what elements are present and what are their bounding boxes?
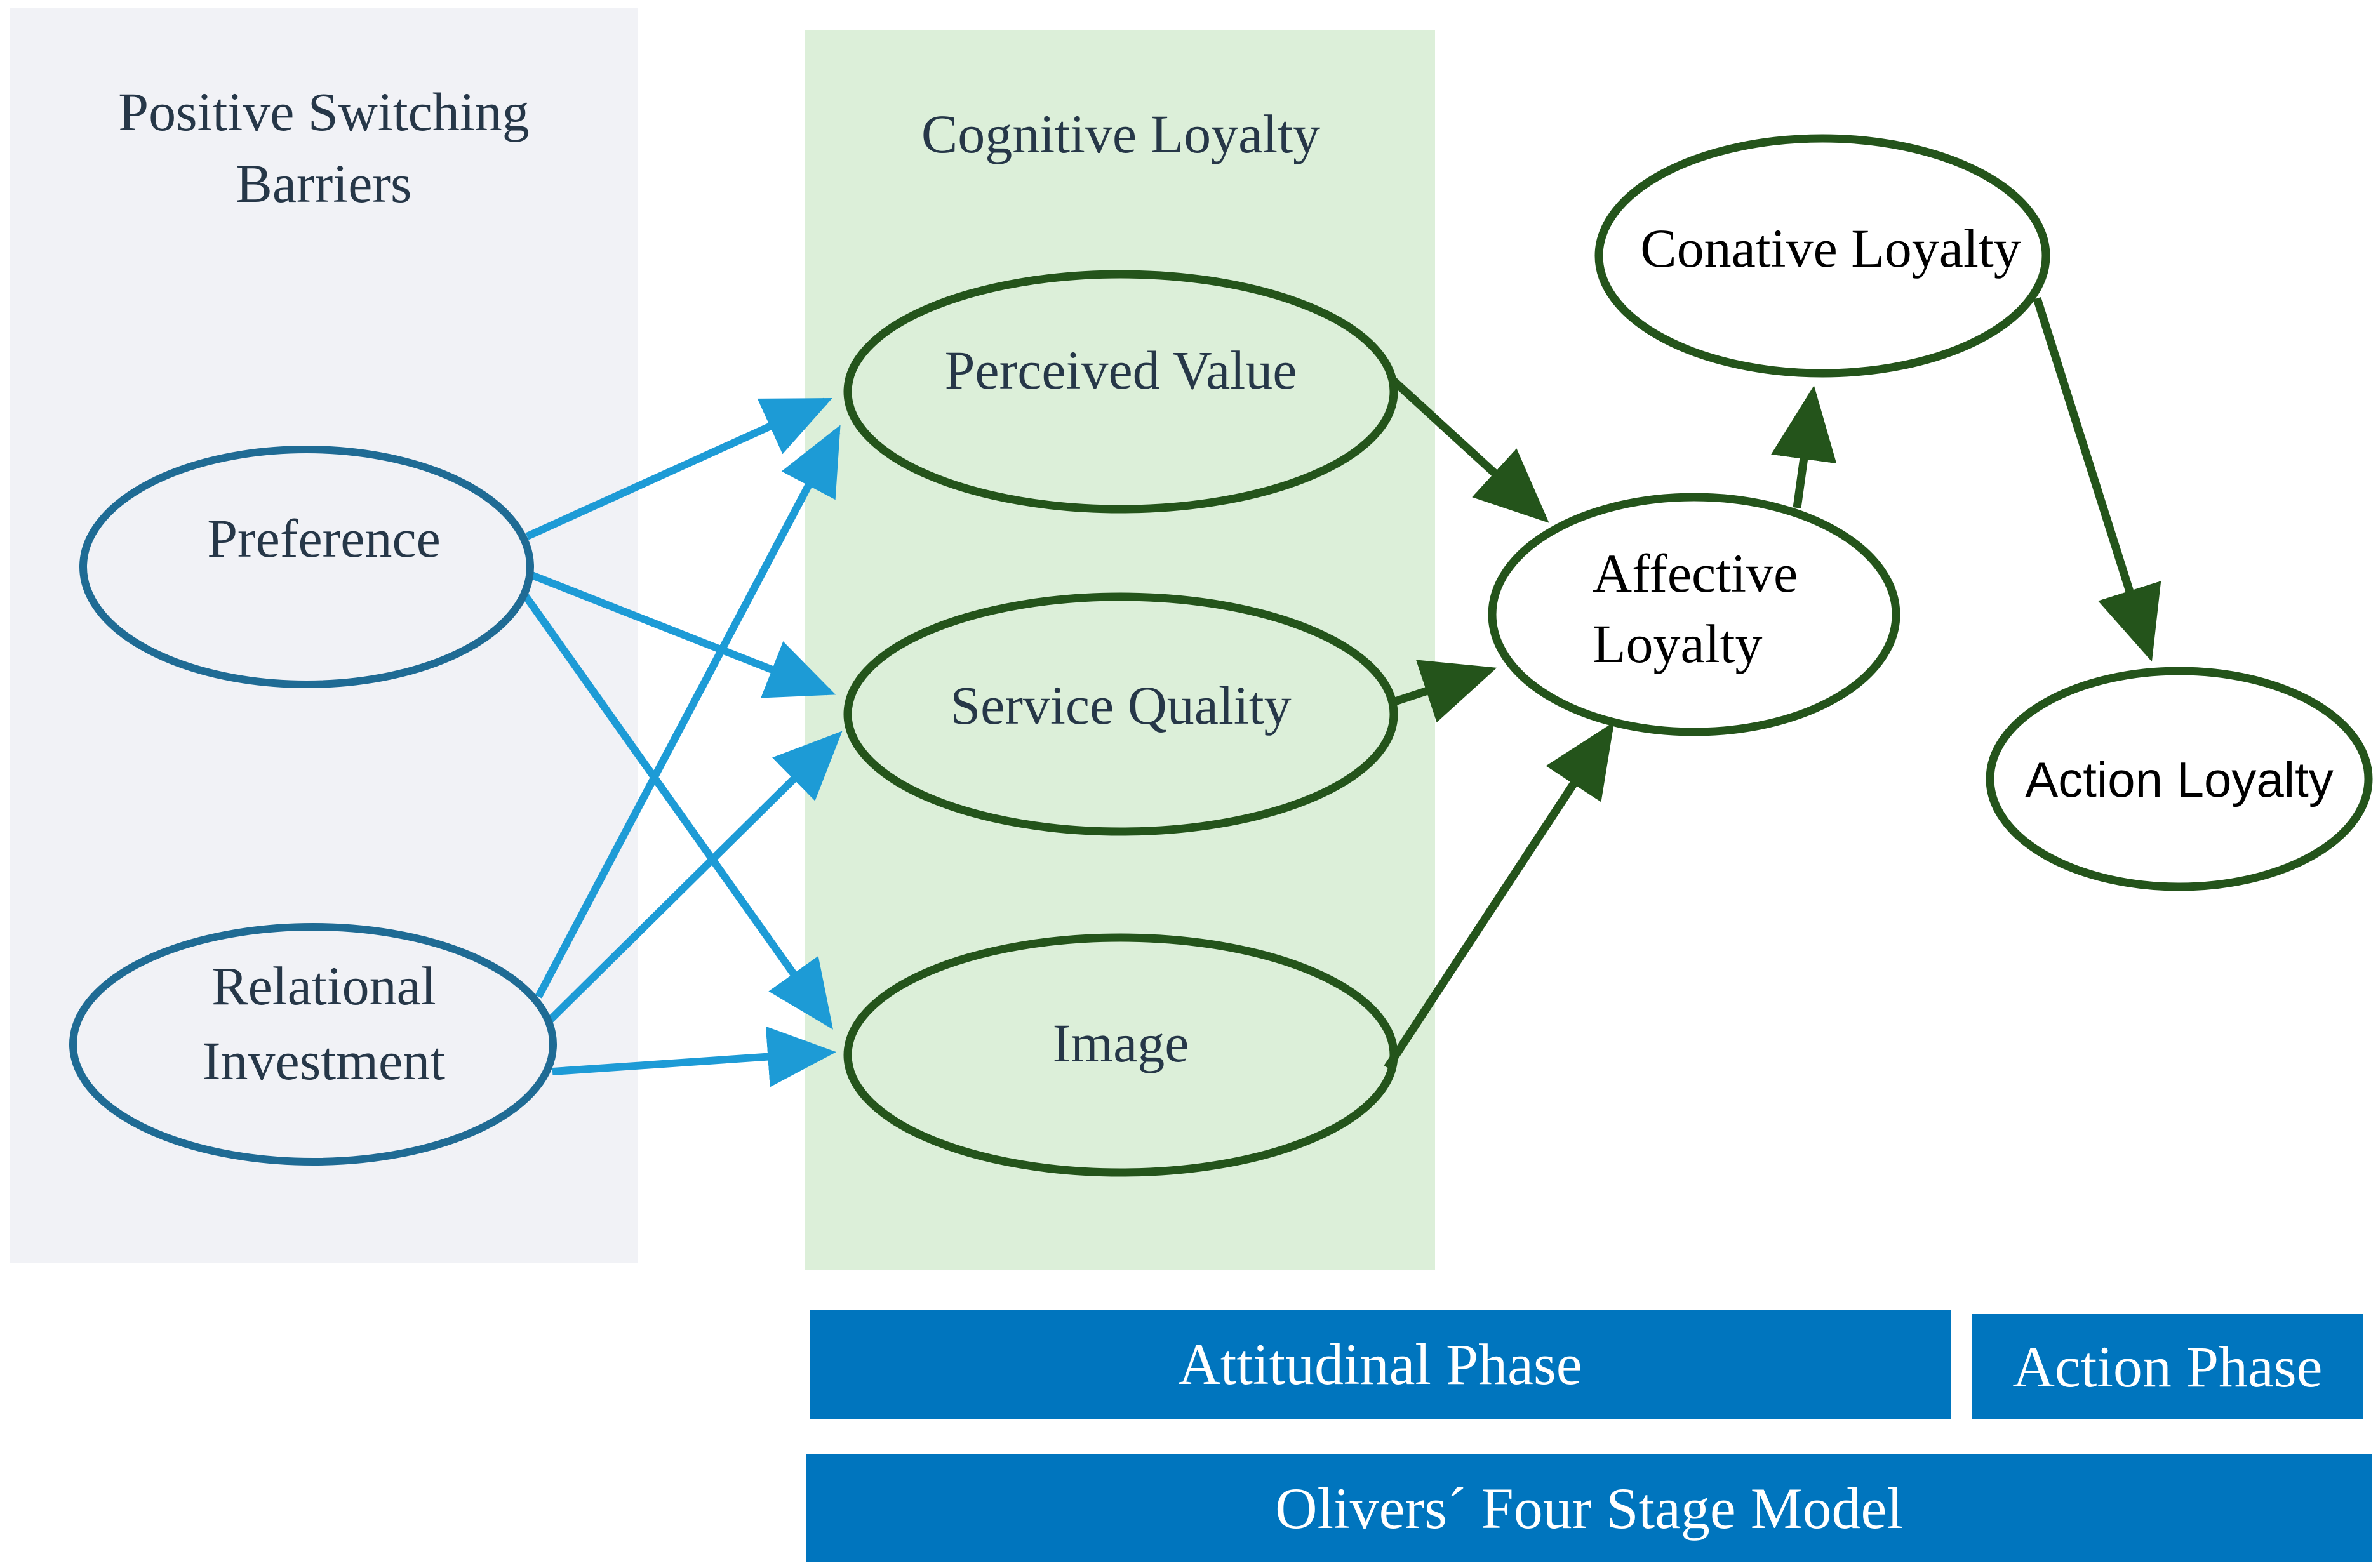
node-service-quality-label: Service Quality	[950, 675, 1291, 736]
node-perceived-value-label: Perceived Value	[945, 340, 1297, 401]
edge-perceived-value-affective	[1391, 378, 1549, 523]
action-phase-bar: Action Phase	[1972, 1314, 2363, 1419]
cognitive-loyalty-panel	[805, 30, 1435, 1270]
edge-image-affective	[1384, 722, 1615, 1070]
edge-relational-perceived-value	[535, 425, 841, 999]
node-service-quality: Service Quality	[843, 592, 1398, 836]
attitudinal-phase-label: Attitudinal Phase	[1178, 1332, 1582, 1397]
node-action-loyalty-shape	[1986, 667, 2373, 891]
node-relational-label-line2: Investment	[203, 1030, 445, 1091]
edge-preference-service-quality	[528, 571, 836, 698]
node-affective-label-line2: Loyalty	[1593, 613, 1763, 674]
left-panel-title-line1: Positive Switching	[118, 81, 529, 142]
edge-conative-action	[2033, 297, 2161, 662]
node-relational-investment: Relational Investment	[69, 923, 557, 1166]
edge-affective-conative	[1771, 385, 1837, 508]
edge-preference-perceived-value	[525, 397, 832, 540]
node-conative-loyalty-shape	[1594, 134, 2050, 378]
edge-service-quality-affective	[1393, 660, 1497, 723]
action-phase-label: Action Phase	[2012, 1334, 2323, 1399]
edge-relational-image	[552, 1026, 836, 1087]
node-preference-shape	[79, 446, 534, 688]
node-relational-investment-shape	[69, 923, 557, 1166]
node-image-label: Image	[1053, 1013, 1189, 1073]
node-action-loyalty: Action Loyalty	[1986, 667, 2373, 891]
node-preference-label: Preference	[207, 508, 441, 569]
node-preference: Preference	[79, 446, 534, 688]
node-image-shape	[843, 933, 1398, 1177]
node-relational-label-line1: Relational	[211, 955, 436, 1016]
green-edges	[1384, 297, 2161, 1070]
node-affective-label-line1: Affective	[1593, 543, 1798, 604]
node-service-quality-shape	[843, 592, 1398, 836]
node-affective-loyalty: Affective Loyalty	[1488, 493, 1900, 736]
four-stage-model-label: Olivers´ Four Stage Model	[1275, 1475, 1903, 1541]
edge-relational-service-quality	[546, 731, 843, 1024]
node-affective-loyalty-shape	[1488, 493, 1900, 736]
attitudinal-phase-bar: Attitudinal Phase	[810, 1310, 1951, 1419]
left-panel-title-line2: Barriers	[236, 153, 412, 214]
edge-preference-image	[521, 591, 833, 1030]
node-action-label: Action Loyalty	[2025, 752, 2334, 807]
mid-panel-title: Cognitive Loyalty	[921, 103, 1320, 164]
switching-barriers-panel	[10, 8, 638, 1263]
blue-edges	[521, 397, 843, 1087]
four-stage-model-bar: Olivers´ Four Stage Model	[806, 1454, 2372, 1562]
node-conative-label: Conative Loyalty	[1640, 218, 2021, 279]
node-perceived-value: Perceived Value	[843, 270, 1398, 514]
node-image: Image	[843, 933, 1398, 1177]
node-perceived-value-shape	[843, 270, 1398, 514]
node-conative-loyalty: Conative Loyalty	[1594, 134, 2050, 378]
